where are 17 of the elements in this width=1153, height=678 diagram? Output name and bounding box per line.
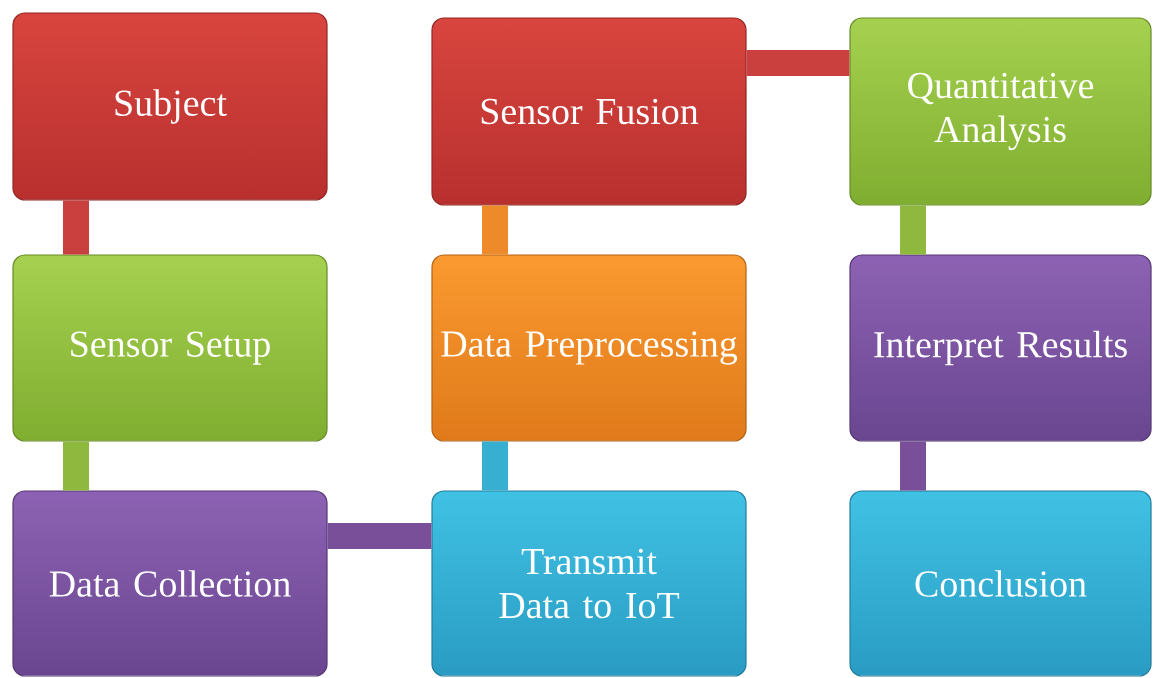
process-box: Data Preprocessing — [431, 254, 747, 442]
connector-bar — [63, 441, 89, 491]
connector-bar — [63, 200, 89, 255]
connector-bar — [900, 205, 926, 255]
process-box: Subject — [12, 12, 328, 201]
connector-bar — [746, 50, 850, 76]
process-box: Interpret Results — [849, 254, 1152, 442]
process-box: Quantitative Analysis — [849, 17, 1152, 206]
process-box: Data Collection — [12, 490, 328, 677]
process-box: Transmit Data to IoT — [431, 490, 747, 677]
process-box: Sensor Setup — [12, 254, 328, 442]
connector-bar — [900, 441, 926, 491]
process-box: Conclusion — [849, 490, 1152, 677]
connector-bar — [482, 441, 508, 491]
process-box: Sensor Fusion — [431, 17, 747, 206]
connector-bar — [482, 205, 508, 255]
connector-bar — [327, 523, 432, 549]
